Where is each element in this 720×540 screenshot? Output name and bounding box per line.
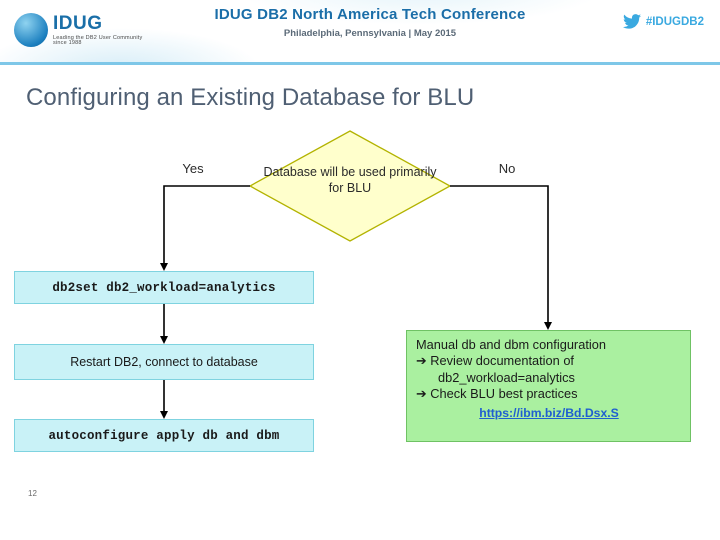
blu-best-practices-link[interactable]: https://ibm.biz/Bd.Dsx.S (479, 406, 619, 421)
idug-globe-icon (14, 13, 48, 47)
manual-configuration-box: Manual db and dbm configuration ➔ Review… (406, 330, 691, 442)
manual-line-2-text: Review documentation of (430, 353, 574, 369)
idug-logo: IDUG Leading the DB2 User Community sinc… (14, 6, 144, 54)
yes-branch-line (163, 185, 250, 268)
banner-background-swoosh (0, 0, 720, 62)
step-autoconfigure-box: autoconfigure apply db and dbm (14, 419, 314, 452)
banner-center-text: IDUG DB2 North America Tech Conference P… (190, 6, 550, 39)
idug-logo-name: IDUG (53, 12, 103, 34)
arrow-right-icon-1: ➔ (416, 354, 427, 370)
conference-title: IDUG DB2 North America Tech Conference (214, 6, 526, 23)
no-branch-line (450, 185, 549, 327)
twitter-bird-icon (622, 14, 641, 29)
step-db2set-box: db2set db2_workload=analytics (14, 271, 314, 304)
conference-banner: IDUG Leading the DB2 User Community sinc… (0, 0, 720, 65)
yes-branch-label: Yes (182, 161, 204, 176)
step-db2set-label: db2set db2_workload=analytics (52, 280, 276, 295)
no-branch-label: No (498, 161, 516, 176)
arrow-right-icon-2: ➔ (416, 387, 427, 403)
conference-subtitle: Philadelphia, Pennsylvania | May 2015 (283, 28, 457, 39)
manual-line-1: Manual db and dbm configuration (416, 337, 606, 352)
yes-branch-arrowhead (160, 263, 168, 271)
banner-hashtag-group: #IDUGDB2 (622, 14, 704, 29)
manual-line-4: ➔ Check BLU best practices (416, 386, 682, 403)
conference-hashtag: #IDUGDB2 (645, 15, 704, 28)
manual-line-2: ➔ Review documentation of (416, 353, 682, 370)
idug-logo-tagline: Leading the DB2 User Community since 198… (53, 34, 143, 46)
decision-label: Database will be used primarily for BLU (263, 165, 437, 195)
manual-line-4-text: Check BLU best practices (430, 386, 578, 402)
manual-line-3: db2_workload=analytics (438, 370, 575, 386)
no-branch-arrowhead (544, 322, 552, 330)
step-restart-label: Restart DB2, connect to database (70, 355, 258, 369)
page-title: Configuring an Existing Database for BLU (26, 84, 475, 111)
restart-to-autoconfigure-arrowhead (160, 411, 168, 419)
step-restart-box: Restart DB2, connect to database (14, 344, 314, 380)
page-number: 12 (28, 489, 37, 498)
db2set-to-restart-arrowhead (160, 336, 168, 344)
step-autoconfigure-label: autoconfigure apply db and dbm (48, 428, 280, 443)
